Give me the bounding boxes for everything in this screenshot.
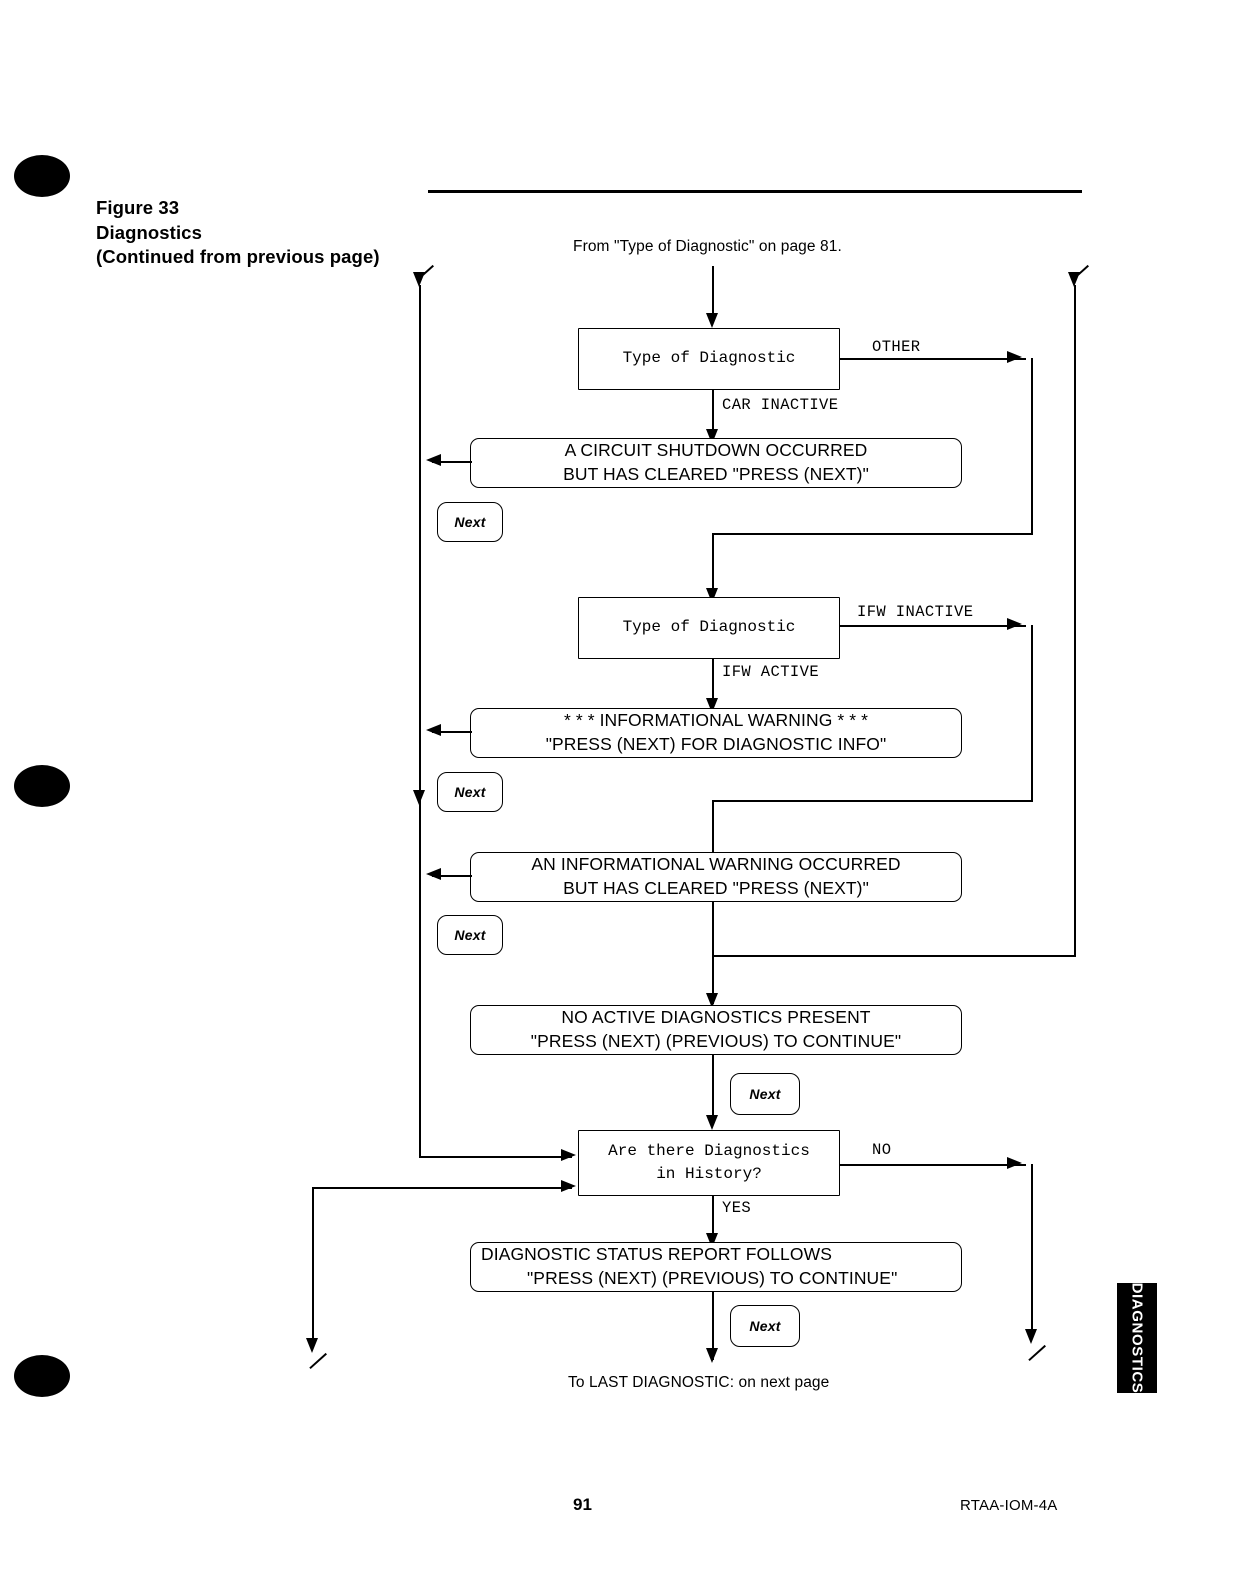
edge-info-cleared-return [432, 875, 472, 877]
next-key-label: Next [454, 784, 486, 800]
figure-caption: Figure 33 Diagnostics (Continued from pr… [96, 196, 426, 270]
edge-other-down [1031, 358, 1033, 534]
next-key-3[interactable]: Next [437, 915, 503, 955]
edge-ifw-inactive-down [1031, 625, 1033, 801]
entry-note: From "Type of Diagnostic" on page 81. [573, 238, 842, 255]
edge-shutdown-return [432, 461, 472, 463]
node-label-line2: "PRESS (NEXT) FOR DIAGNOSTIC INFO" [545, 734, 887, 754]
arrowhead-right [1007, 351, 1022, 363]
edge-label-car-inactive: CAR INACTIVE [722, 396, 839, 414]
edge-no [840, 1164, 1026, 1166]
edge-yes [712, 1196, 714, 1244]
edge-ifw-inactive-to-center [712, 800, 1033, 802]
binder-hole-mark [14, 765, 70, 807]
arrowhead-left [426, 868, 441, 880]
edge-no-down [1031, 1164, 1033, 1336]
page-break-tick [309, 1352, 327, 1369]
arrowhead-left [426, 454, 441, 466]
edge-ifw-active [712, 659, 714, 709]
node-label-line2: in History? [656, 1165, 762, 1183]
arrowhead-right [561, 1180, 576, 1192]
edge-other-to-center [712, 533, 1033, 535]
arrowhead-right [1007, 618, 1022, 630]
document-code: RTAA-IOM-4A [960, 1497, 1058, 1514]
next-key-2[interactable]: Next [437, 772, 503, 812]
figure-continued-note: (Continued from previous page) [96, 246, 380, 268]
header-rule [428, 190, 1082, 193]
edge-info-warning-return [432, 731, 472, 733]
node-type-of-diagnostic-1: Type of Diagnostic [578, 328, 840, 390]
edge-to-no-active [712, 902, 714, 1004]
edge-to-exit [712, 1292, 714, 1360]
edge-loopback-to-history [312, 1187, 572, 1189]
edge-left-rail-to-history [419, 1156, 572, 1158]
edge-label-no: NO [872, 1141, 892, 1159]
edge-entry [712, 266, 714, 321]
page-break-tick [1028, 1344, 1046, 1361]
next-key-label: Next [749, 1318, 781, 1334]
left-return-rail [419, 285, 421, 1157]
right-return-rail [1074, 285, 1076, 957]
node-label-line1: NO ACTIVE DIAGNOSTICS PRESENT [561, 1007, 871, 1028]
node-label: Type of Diagnostic [622, 349, 796, 368]
edge-label-other: OTHER [872, 338, 921, 356]
arrowhead-down [306, 1338, 318, 1353]
edge-ifw-inactive-down2 [712, 800, 714, 864]
arrowhead-down [706, 993, 718, 1008]
arrowhead-down [706, 313, 718, 328]
arrowhead-down [706, 1348, 718, 1363]
figure-name: Diagnostics [96, 221, 202, 243]
arrowhead-down [1025, 1329, 1037, 1344]
node-label: Type of Diagnostic [622, 618, 796, 637]
next-key-4[interactable]: Next [730, 1073, 800, 1115]
node-type-of-diagnostic-2: Type of Diagnostic [578, 597, 840, 659]
section-tab-label: DIAGNOSTICS [1128, 1282, 1146, 1394]
node-are-there-diagnostics-in-history: Are there Diagnostics in History? [578, 1130, 840, 1196]
page-number: 91 [573, 1495, 592, 1514]
arrowhead-right [1007, 1157, 1022, 1169]
arrowhead-left [426, 724, 441, 736]
edge-other-down2 [712, 533, 714, 597]
edge-label-ifw-inactive: IFW INACTIVE [857, 603, 974, 621]
binder-hole-mark [14, 155, 70, 197]
edge-ifw-inactive [840, 625, 1026, 627]
node-label-line1: * * * INFORMATIONAL WARNING * * * [563, 710, 869, 731]
node-label-line1: DIAGNOSTIC STATUS REPORT FOLLOWS [481, 1244, 832, 1265]
binder-hole-mark [14, 1355, 70, 1397]
arrowhead-right [561, 1149, 576, 1161]
edge-no-active-to-history [712, 1055, 714, 1125]
node-label-line2: "PRESS (NEXT) (PREVIOUS) TO CONTINUE" [527, 1268, 898, 1288]
node-circuit-shutdown-message: A CIRCUIT SHUTDOWN OCCURRED BUT HAS CLEA… [470, 438, 962, 488]
node-label-line2: BUT HAS CLEARED "PRESS (NEXT)" [563, 464, 869, 484]
arrowhead-down [413, 790, 425, 805]
node-label-line2: BUT HAS CLEARED "PRESS (NEXT)" [563, 878, 869, 898]
node-label-line1: A CIRCUIT SHUTDOWN OCCURRED [564, 440, 868, 461]
next-key-label: Next [749, 1086, 781, 1102]
next-key-label: Next [454, 927, 486, 943]
edge-label-yes: YES [722, 1199, 752, 1217]
edge-right-rail-to-center [712, 955, 1076, 957]
arrowhead-down [706, 1115, 718, 1130]
node-label-line2: "PRESS (NEXT) (PREVIOUS) TO CONTINUE" [530, 1031, 902, 1051]
next-key-1[interactable]: Next [437, 502, 503, 542]
node-label-line1: AN INFORMATIONAL WARNING OCCURRED [531, 854, 901, 875]
node-diagnostic-status-report-message: DIAGNOSTIC STATUS REPORT FOLLOWS "PRESS … [470, 1242, 962, 1292]
node-no-active-diagnostics-message: NO ACTIVE DIAGNOSTICS PRESENT "PRESS (NE… [470, 1005, 962, 1055]
node-informational-warning-cleared-message: AN INFORMATIONAL WARNING OCCURRED BUT HA… [470, 852, 962, 902]
figure-number: Figure 33 [96, 197, 180, 218]
next-key-5[interactable]: Next [730, 1305, 800, 1347]
node-label-line1: Are there Diagnostics [608, 1141, 810, 1160]
node-informational-warning-message: * * * INFORMATIONAL WARNING * * * "PRESS… [470, 708, 962, 758]
edge-car-inactive [712, 390, 714, 440]
edge-label-ifw-active: IFW ACTIVE [722, 663, 820, 681]
edge-other [840, 358, 1026, 360]
next-key-label: Next [454, 514, 486, 530]
exit-note: To LAST DIAGNOSTIC: on next page [568, 1374, 830, 1391]
edge-loopback-rail [312, 1187, 314, 1347]
section-tab-diagnostics: DIAGNOSTICS [1117, 1283, 1157, 1393]
